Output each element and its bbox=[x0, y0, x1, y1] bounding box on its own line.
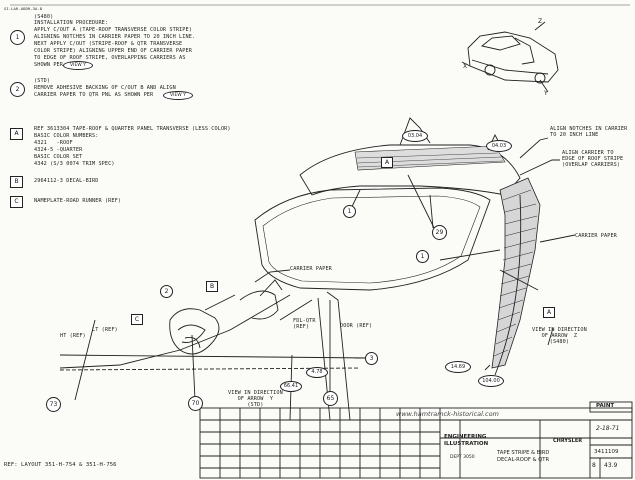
footer-page-number: 43.9 bbox=[604, 462, 618, 469]
note-2-line-1: REMOVE ADHESIVE BACKING OF C/OUT B AND A… bbox=[34, 85, 176, 91]
label-ht-ref: HT (REF) bbox=[60, 333, 86, 339]
label-view-y: VIEW IN DIRECTION OF ARROW Y (STD) bbox=[228, 390, 283, 409]
corner-code: SI-LAR-ADDR-3A-8 bbox=[4, 6, 43, 11]
label-carrier-paper-right: CARRIER PAPER bbox=[575, 233, 617, 239]
item-a-line-1: BASIC COLOR NUMBERS: bbox=[34, 133, 99, 139]
note-1-line-5: COLOR STRIPE) ALIGNING UPPER END OF CARR… bbox=[34, 48, 192, 54]
item-a-line-5: 4342 (S/3 0074 TRIM SPEC) bbox=[34, 161, 115, 167]
footer-title: TAPE STRIPE & BIRD DECAL-ROOF & QTR bbox=[497, 450, 550, 463]
footer-dept: DEPT 3050 bbox=[450, 455, 475, 460]
item-a-line-4: BASIC COLOR SET bbox=[34, 154, 83, 160]
footer-engineering-illustration: ENGINEERING ILLUSTRATION bbox=[444, 434, 489, 447]
label-fdl-qtr: FDL-QTR (REF) bbox=[293, 318, 316, 331]
item-c-marker: C bbox=[10, 196, 23, 208]
note-2-line-2: CARRIER PAPER TO QTR PNL AS SHOWN PER bbox=[34, 92, 154, 98]
label-align-notches: ALIGN NOTCHES IN CARRIER TO 20 INCH LINE bbox=[550, 126, 628, 139]
note-1-line-3: ALIGNING NOTCHES IN CARRIER PAPER TO 20 … bbox=[34, 34, 196, 40]
label-lt-ref: LT (REF) bbox=[92, 327, 118, 333]
note-1-line-7: SHOWN PER bbox=[34, 62, 64, 68]
car-thumbnail-body bbox=[467, 31, 559, 83]
footer-date: 2-18-71 bbox=[596, 425, 620, 432]
callout-circle-1-window: 1 bbox=[343, 205, 356, 218]
callout-circle-70: 70 bbox=[188, 396, 203, 411]
item-a-line-3: 4324-5 -QUARTER bbox=[34, 147, 83, 153]
item-c-line-0: NAMEPLATE-ROAD RUNNER (REF) bbox=[34, 198, 122, 204]
dim-d: 104.00 bbox=[478, 375, 504, 387]
callout-circle-1-lower: 1 bbox=[416, 250, 429, 263]
footer-paint: PAINT bbox=[596, 403, 615, 409]
footer-watermark: www.hamtramck-historical.com bbox=[396, 410, 499, 418]
callout-circle-29: 29 bbox=[432, 225, 447, 240]
footer-drawing-number: 3411109 bbox=[594, 449, 619, 455]
label-view-z: VIEW IN DIRECTION OF ARROW Z (S480) bbox=[532, 327, 587, 346]
item-b-marker: B bbox=[10, 176, 23, 188]
callout-b: B bbox=[206, 281, 218, 292]
callout-a-side: A bbox=[543, 307, 555, 318]
note-2-line-0: (STD) bbox=[34, 78, 51, 84]
thumb-letter-x: X bbox=[463, 63, 468, 70]
note-1-line-4: NEXT APPLY C/OUT (STRIPE-ROOF & QTR TRAN… bbox=[34, 41, 183, 47]
footer-sheet-number: 8 bbox=[592, 462, 596, 469]
label-door-ref: DOOR (REF) bbox=[340, 323, 373, 329]
callout-circle-65: 65 bbox=[323, 391, 338, 406]
dim-e: 4.78 bbox=[306, 367, 328, 378]
thumb-letter-z: Z bbox=[538, 18, 543, 25]
item-b-line-0: 2964112-3 DECAL-BIRD bbox=[34, 178, 99, 184]
note-1-marker: 1 bbox=[10, 30, 25, 45]
item-a-line-0: REF 3613304 TAPE-ROOF & QUARTER PANEL TR… bbox=[34, 126, 231, 132]
callout-circle-3: 3 bbox=[365, 352, 378, 365]
label-carrier-paper-left: CARRIER PAPER bbox=[290, 266, 332, 272]
note-1-line-1: INSTALLATION PROCEDURE: bbox=[34, 20, 109, 26]
callout-a-roof: A bbox=[381, 157, 393, 168]
note-2-marker: 2 bbox=[10, 82, 25, 97]
dim-c: 14.69 bbox=[445, 361, 471, 373]
footer-company: CHRYSLER bbox=[553, 438, 583, 444]
callout-circle-73: 73 bbox=[46, 397, 61, 412]
footer-layout-ref: REF: LAYOUT 351-H-754 & 351-H-756 bbox=[4, 462, 117, 468]
item-a-line-2: 4321 -ROOF bbox=[34, 140, 73, 146]
dim-a: 03.04 bbox=[402, 130, 428, 142]
note-1-view-tag: VIEW Y bbox=[63, 61, 93, 70]
callout-c: C bbox=[131, 314, 143, 325]
callout-circle-2: 2 bbox=[160, 285, 173, 298]
rear-window bbox=[254, 187, 491, 291]
note-1-line-2: APPLY C/OUT A (TAPE-ROOF TRANSVERSE COLO… bbox=[34, 27, 192, 33]
note-1-line-0: (S480) bbox=[34, 14, 54, 20]
item-a-marker: A bbox=[10, 128, 23, 140]
note-2-view-tag: VIEW Y bbox=[163, 91, 193, 100]
note-1-line-6: TO EDGE OF ROOF STRIPE, OVERLAPPING CARR… bbox=[34, 55, 186, 61]
dim-b: 04.03 bbox=[486, 140, 512, 152]
label-align-carrier: ALIGN CARRIER TO EDGE OF ROOF STRIPE (OV… bbox=[562, 150, 624, 169]
thumb-letter-y: Y bbox=[544, 90, 548, 97]
dim-f: 66.41 bbox=[280, 381, 302, 392]
